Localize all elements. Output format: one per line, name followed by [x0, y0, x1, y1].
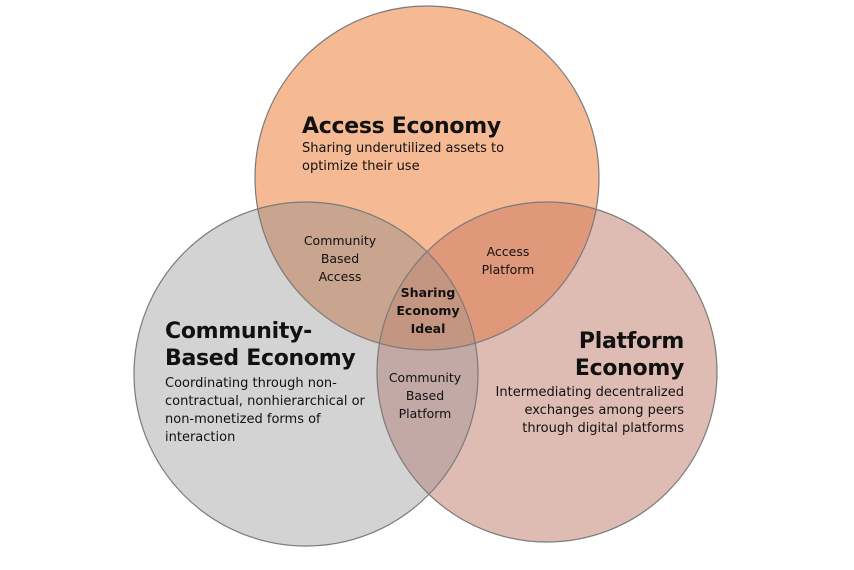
community-economy-description: Coordinating through non- contractual, n… [165, 376, 365, 445]
community-access-overlap [255, 202, 478, 350]
community-economy-outline [133, 201, 479, 547]
community-based-platform-label: Community Based Platform [388, 370, 462, 421]
access-economy-description: Sharing underutilized assets to optimize… [302, 141, 505, 174]
access-economy-title: Access Economy [302, 114, 501, 139]
platform-economy-title: Platform Economy [574, 329, 684, 381]
platform-economy-description: Intermediating decentralized exchanges a… [495, 385, 684, 436]
community-economy-title: Community- Based Economy [165, 319, 356, 371]
community-based-access-label: Community Based Access [303, 233, 377, 284]
access-economy-outline [254, 5, 600, 351]
platform-economy-outline [376, 201, 718, 543]
access-platform-overlap [377, 202, 599, 350]
sharing-economy-ideal-label: Sharing Economy Ideal [396, 285, 460, 336]
access-platform-label: Access Platform [481, 244, 535, 277]
